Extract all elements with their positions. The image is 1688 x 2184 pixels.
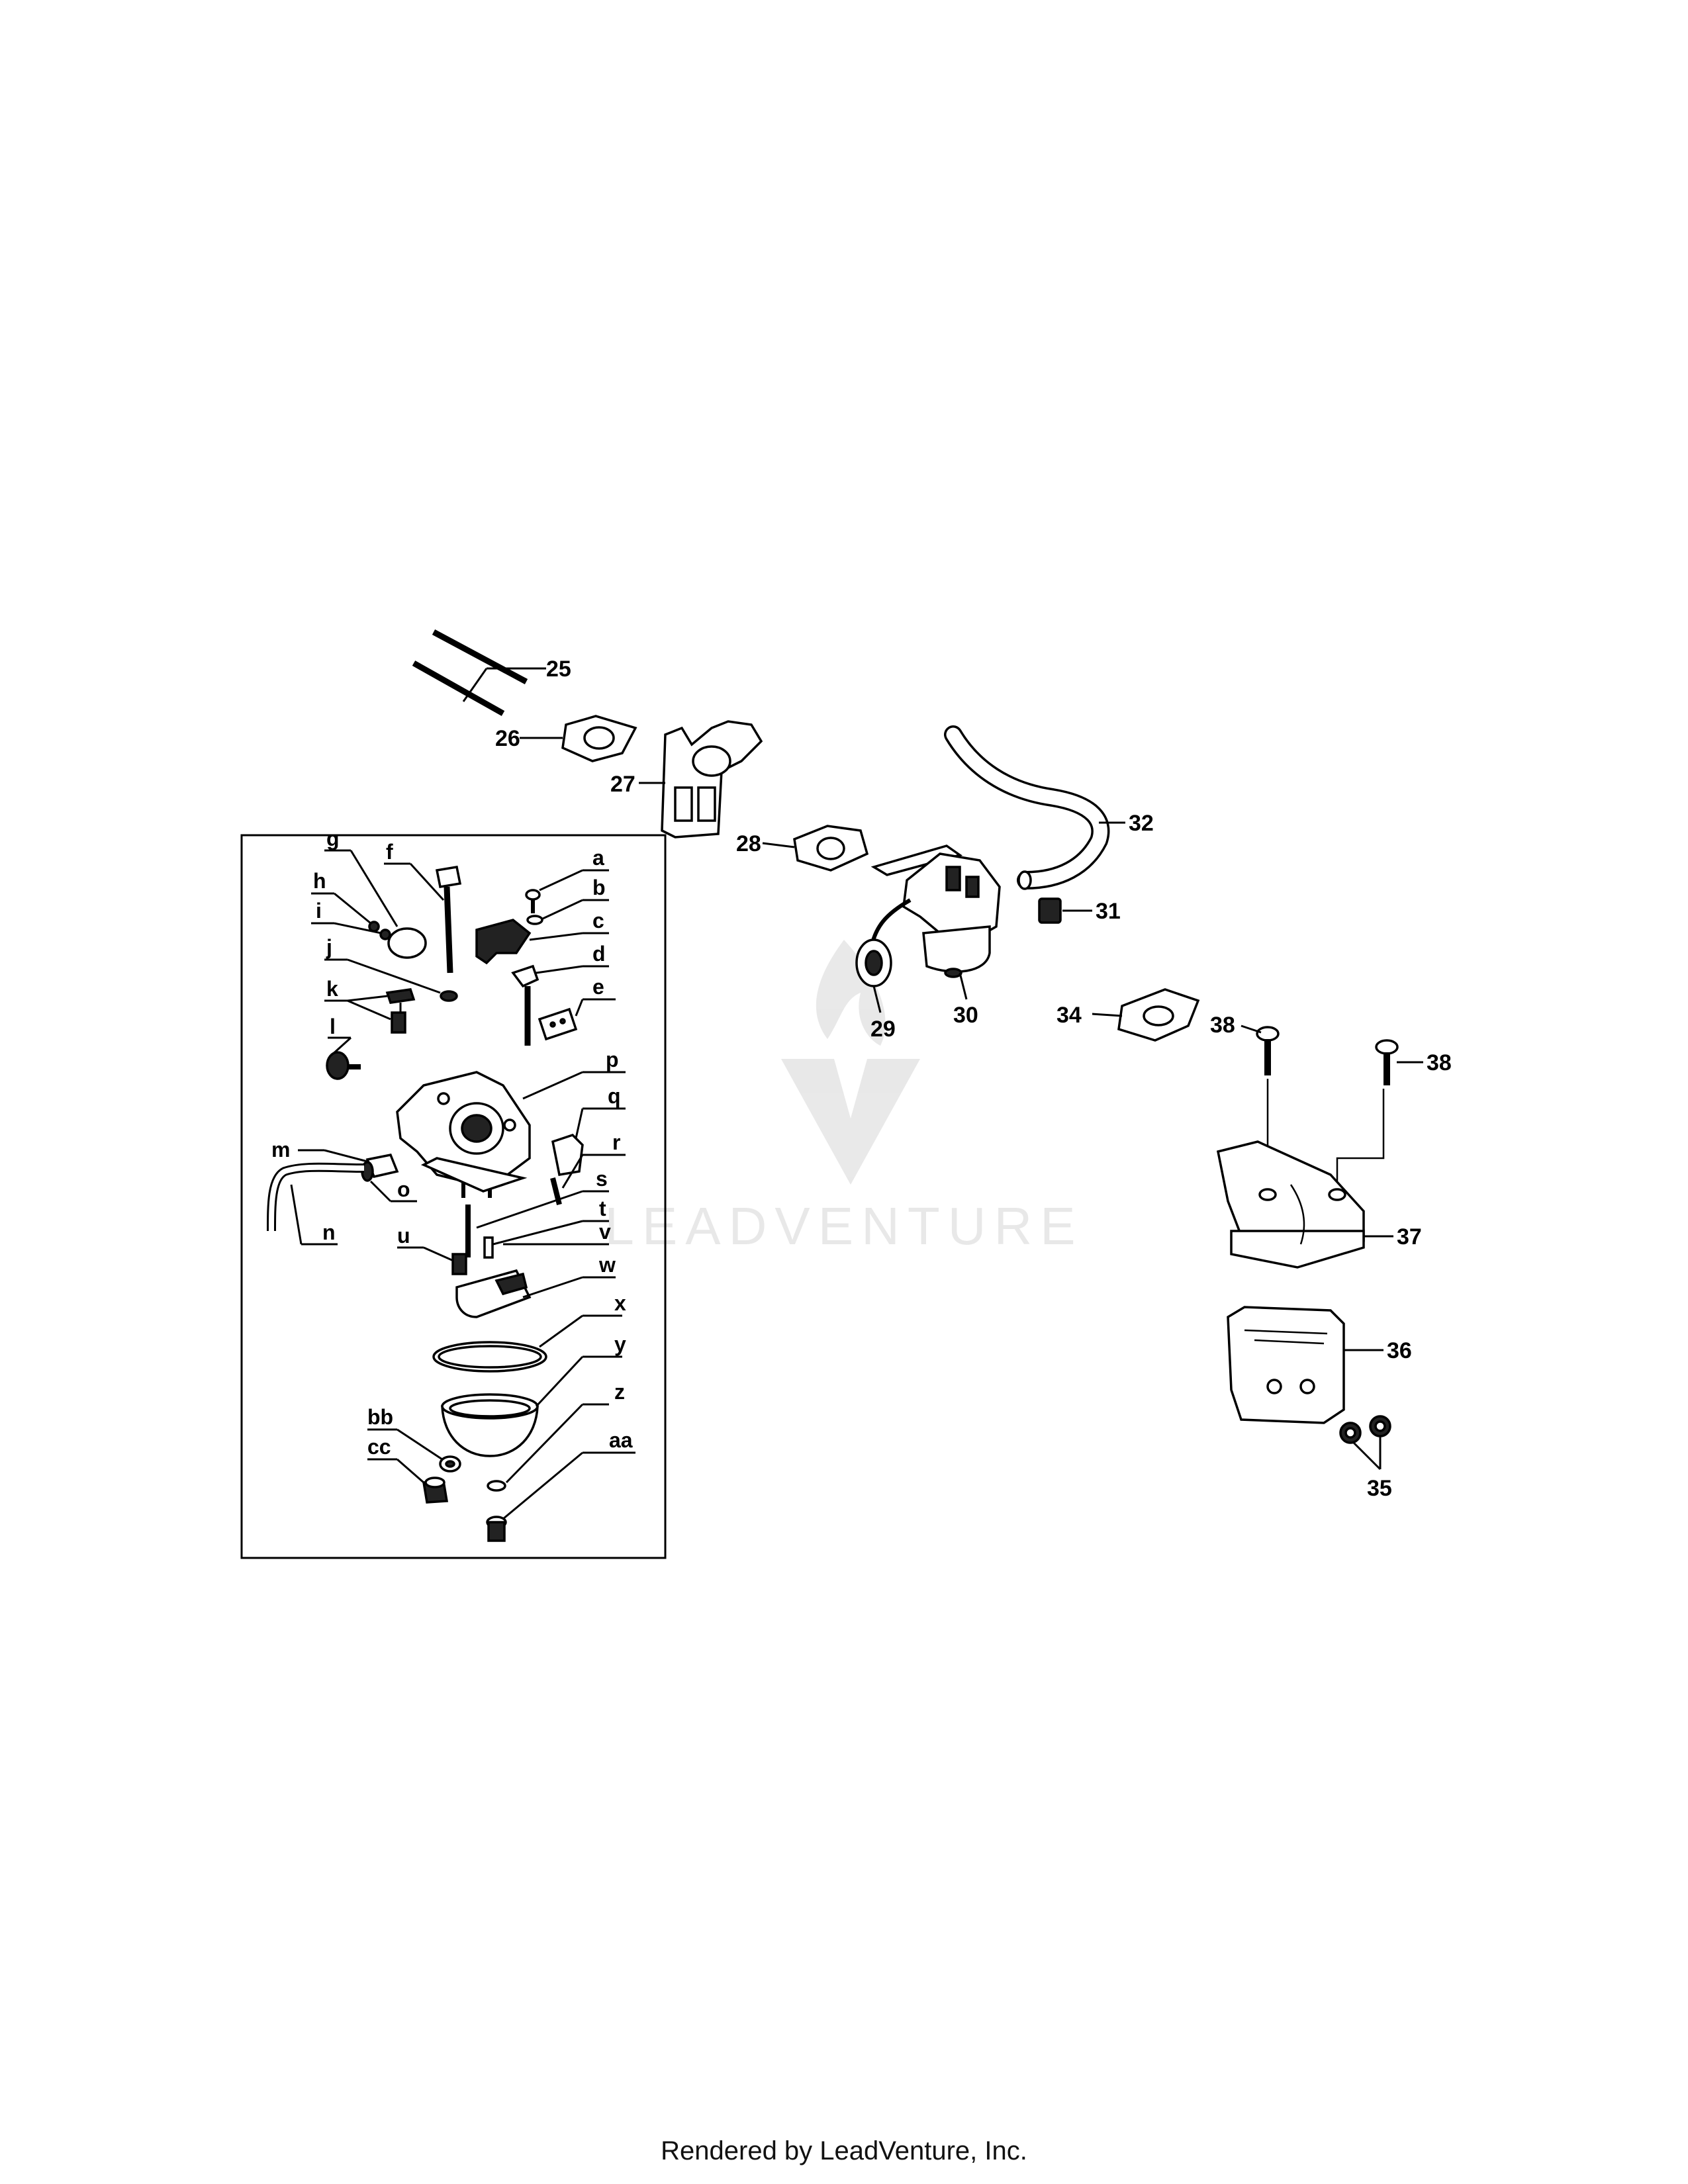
part-26-gasket: [520, 715, 637, 762]
callout-28: 28: [736, 831, 761, 856]
part-35-nuts: [1339, 1415, 1391, 1471]
callout-q: q: [608, 1084, 621, 1108]
part-32-fuel-line: [944, 725, 1125, 890]
callout-t: t: [599, 1197, 606, 1220]
callout-z: z: [614, 1380, 625, 1404]
callout-h: h: [313, 869, 326, 893]
callout-35: 35: [1367, 1476, 1392, 1501]
part-38-screws: [1241, 1024, 1423, 1191]
callout-36: 36: [1387, 1338, 1412, 1363]
callout-u: u: [397, 1224, 410, 1248]
watermark-text: LEADVENTURE: [604, 1197, 1083, 1255]
callout-30: 30: [953, 1003, 978, 1028]
callout-n: n: [322, 1220, 336, 1244]
callout-31: 31: [1096, 899, 1121, 924]
callout-d: d: [592, 942, 606, 966]
part-31-clamp: [1038, 897, 1092, 924]
callout-32: 32: [1129, 811, 1154, 836]
callout-o: o: [397, 1177, 410, 1201]
carburetor-inset: a b c d e f g: [240, 827, 667, 1559]
callout-x: x: [614, 1291, 626, 1315]
callout-34: 34: [1056, 1003, 1082, 1028]
callout-27: 27: [610, 772, 635, 797]
part-29-primer-bulb: [855, 938, 892, 1013]
callout-w: w: [598, 1253, 616, 1277]
callout-37: 37: [1397, 1224, 1422, 1250]
part-25-studs: [412, 629, 546, 716]
part-37-intake-elbow: [1216, 1140, 1393, 1269]
part-34-gasket: [1092, 988, 1200, 1042]
callout-c: c: [592, 909, 604, 933]
callout-p: p: [606, 1048, 619, 1071]
callout-f: f: [386, 840, 393, 864]
part-36-air-box: [1227, 1306, 1383, 1424]
callout-38-right: 38: [1427, 1050, 1452, 1075]
callout-r: r: [612, 1130, 620, 1154]
callout-aa: aa: [609, 1428, 633, 1452]
callout-a: a: [592, 846, 604, 870]
callout-i: i: [316, 899, 322, 923]
callout-26: 26: [495, 726, 520, 751]
callout-25: 25: [546, 657, 571, 682]
callout-y: y: [614, 1332, 626, 1356]
part-27-bracket: [639, 720, 763, 839]
part-28-gasket: [762, 825, 869, 872]
callout-38-left: 38: [1210, 1013, 1235, 1038]
footer-credit: Rendered by LeadVenture, Inc.: [661, 2136, 1027, 2165]
callout-cc: cc: [367, 1435, 391, 1459]
callout-e: e: [592, 975, 604, 999]
inset-frame: [240, 834, 667, 1559]
watermark-flame-icon: [816, 940, 886, 1046]
callout-l: l: [330, 1015, 336, 1038]
callout-m: m: [271, 1138, 290, 1161]
callout-29: 29: [870, 1017, 896, 1042]
callout-b: b: [592, 876, 606, 899]
callout-s: s: [596, 1167, 608, 1191]
callout-k: k: [326, 977, 338, 1001]
callout-bb: bb: [367, 1405, 393, 1429]
callout-g: g: [326, 827, 340, 850]
watermark-v-icon: [781, 1059, 920, 1185]
part-30-carburetor: [868, 844, 1001, 1000]
callout-j: j: [326, 935, 332, 959]
callout-v: v: [599, 1220, 611, 1244]
watermark: LEADVENTURE: [604, 940, 1083, 1255]
